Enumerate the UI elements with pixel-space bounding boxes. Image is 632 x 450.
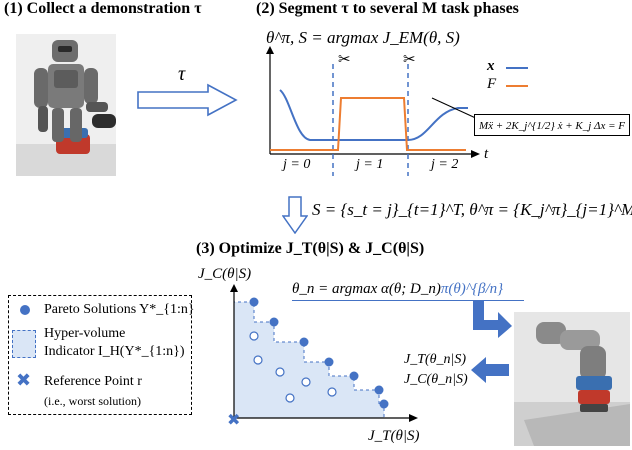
pareto-point xyxy=(269,317,279,327)
legend-x-label: x xyxy=(487,58,495,74)
tau-label: τ xyxy=(178,63,186,85)
segmentation-down-arrow xyxy=(282,196,308,234)
pareto-point xyxy=(349,371,359,381)
reference-legend-line1: Reference Point r xyxy=(44,374,142,389)
pareto-legend-box xyxy=(8,295,192,415)
humanoid-robot-photo xyxy=(16,34,116,176)
segmentation-plot xyxy=(266,46,480,176)
prior-term: π(θ)^{β/n} xyxy=(440,281,504,297)
reference-point-icon: ✖ xyxy=(16,370,32,391)
dominated-point xyxy=(301,377,311,387)
section-1-title: (1) Collect a demonstration τ xyxy=(4,0,202,17)
phase-label-2: j = 2 xyxy=(431,157,459,172)
pareto-point xyxy=(379,399,389,409)
dominated-point xyxy=(285,393,295,403)
force-profile-line xyxy=(270,97,466,151)
segmentation-equation: S = {s_t = j}_{t=1}^T, θ^π = {K_j^π}_{j=… xyxy=(312,200,632,219)
time-axis-label: t xyxy=(484,146,489,162)
scissors-icon: ✂ xyxy=(338,50,351,68)
pareto-y-axis-label: J_C(θ|S) xyxy=(198,266,252,282)
legend-f-label: F xyxy=(487,76,497,92)
phase-label-1: j = 1 xyxy=(356,157,384,172)
pareto-point xyxy=(249,297,259,307)
pareto-point xyxy=(324,357,334,367)
pareto-point-icon xyxy=(20,305,30,315)
legend-x-swatch xyxy=(506,67,528,69)
hypervolume-legend-line1: Hyper-volume xyxy=(44,326,126,341)
feedback-jt: J_T(θ_n|S) xyxy=(404,352,467,367)
pareto-point xyxy=(374,385,384,395)
section-3-title: (3) Optimize J_T(θ|S) & J_C(θ|S) xyxy=(196,240,425,257)
robot-arm-photo xyxy=(514,312,630,446)
equation-pointer xyxy=(431,97,481,121)
feedback-arrow xyxy=(471,357,509,383)
pareto-x-axis-label: J_T(θ|S) xyxy=(368,428,420,444)
pareto-legend-label: Pareto Solutions Y*_{1:n} xyxy=(44,302,195,317)
phase-label-0: j = 0 xyxy=(283,157,311,172)
execute-arrow xyxy=(473,300,512,338)
acquisition-equation: θ_n = argmax α(θ; D_n)π(θ)^{β/n} xyxy=(292,281,504,297)
x-trajectory-line xyxy=(279,89,468,141)
demonstration-arrow xyxy=(137,83,238,117)
pareto-point xyxy=(299,337,309,347)
scissors-icon: ✂ xyxy=(403,50,416,68)
dominated-point xyxy=(275,367,285,377)
hypervolume-legend-line2: Indicator I_H(Y*_{1:n}) xyxy=(44,344,185,359)
dominated-point xyxy=(249,331,259,341)
section-2-title: (2) Segment τ to several M task phases xyxy=(256,0,519,17)
legend-f-swatch xyxy=(506,85,528,87)
pareto-plot: ✖ xyxy=(227,284,418,428)
dynamics-equation: Mẍ + 2K_j^{1/2} ẋ + K_j Δx = F xyxy=(474,114,630,136)
dominated-point xyxy=(327,387,337,397)
reference-legend-line2: (i.e., worst solution) xyxy=(44,394,141,408)
em-objective: θ^π, S = argmax J_EM(θ, S) xyxy=(266,28,460,47)
feedback-jc: J_C(θ_n|S) xyxy=(404,372,468,387)
dominated-point xyxy=(253,355,263,365)
reference-point-marker: ✖ xyxy=(227,410,240,428)
hypervolume-swatch xyxy=(12,330,36,358)
acquisition-underline xyxy=(292,300,524,301)
